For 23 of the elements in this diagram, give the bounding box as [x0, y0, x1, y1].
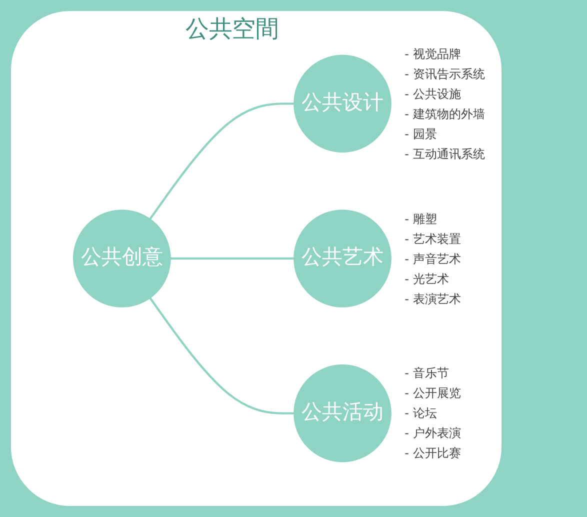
- connector: [149, 102, 294, 220]
- node-circle: 公共艺术: [294, 210, 392, 308]
- list-item: - 户外表演: [404, 425, 461, 442]
- list-item: - 园景: [404, 126, 438, 143]
- list-item: - 资讯告示系统: [404, 66, 485, 83]
- connector: [170, 257, 294, 260]
- list-item: - 互动通讯系统: [404, 146, 485, 163]
- list-item: - 公开比赛: [404, 445, 461, 462]
- list-item: - 表演艺术: [404, 290, 461, 308]
- connector: [149, 297, 294, 414]
- list-item: - 艺术装置: [404, 230, 461, 248]
- list-item: - 论坛: [404, 405, 438, 422]
- list-item: - 音乐节: [404, 365, 450, 382]
- node-circle: 公共创意: [73, 210, 171, 308]
- list-item: - 公开展览: [404, 385, 461, 402]
- list-item: - 光艺术: [404, 270, 450, 288]
- list-item: - 公共设施: [404, 86, 462, 103]
- list-item: - 视觉品牌: [404, 46, 462, 63]
- list-item: - 建筑物的外墙: [404, 106, 485, 123]
- node-circle: 公共活动: [294, 364, 392, 462]
- list-item: - 声音艺术: [404, 250, 461, 268]
- list-item: - 雕塑: [404, 210, 438, 228]
- node-circle: 公共设计: [294, 54, 392, 153]
